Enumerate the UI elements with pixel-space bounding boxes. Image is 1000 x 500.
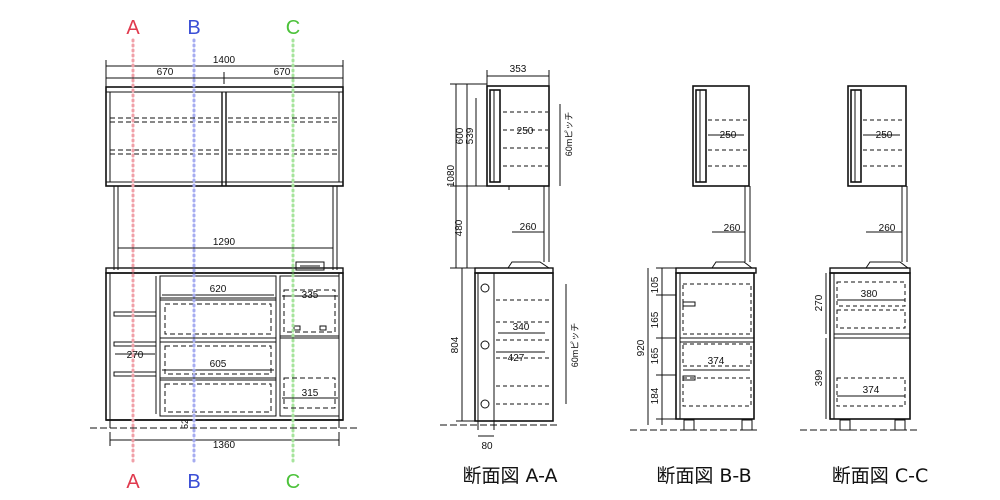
dim-right-bottom: 315 xyxy=(302,388,319,399)
section-a-label-bottom: A xyxy=(126,471,140,493)
a-foot: 80 xyxy=(481,441,493,452)
dim-right-top: 335 xyxy=(302,290,319,301)
a-inner-2: 427 xyxy=(508,353,525,364)
c-rail: 260 xyxy=(879,223,896,234)
c-h2: 399 xyxy=(814,369,825,386)
section-b-label-top: B xyxy=(187,17,200,39)
section-b-caption: 断面図 B-B xyxy=(656,465,751,487)
section-b-label-bottom: B xyxy=(187,471,200,493)
b-h1: 105 xyxy=(650,276,661,293)
section-c-label-bottom: C xyxy=(286,471,300,493)
dim-drawer-low: 605 xyxy=(210,359,227,370)
section-c-label-top: C xyxy=(286,17,300,39)
a-inner-1: 340 xyxy=(513,322,530,333)
b-shelf: 250 xyxy=(720,130,737,141)
dim-shelf-width: 1290 xyxy=(213,237,236,248)
a-pitch-upper: 60mピッチ xyxy=(564,112,574,157)
a-shelf: 250 xyxy=(517,126,534,137)
section-a-caption: 断面図 A-A xyxy=(462,465,557,487)
c-shelf: 250 xyxy=(876,130,893,141)
section-a-label-top: A xyxy=(126,17,140,39)
section-c-caption: 断面図 C-C xyxy=(832,465,928,487)
dim-upper-right: 670 xyxy=(274,67,291,78)
section-b-view xyxy=(630,85,760,431)
c-depth-bottom: 374 xyxy=(863,385,880,396)
c-depth-top: 380 xyxy=(861,289,878,300)
b-total-lower: 920 xyxy=(636,339,647,356)
section-c-view xyxy=(800,85,920,431)
a-rail: 260 xyxy=(520,222,537,233)
b-h3: 165 xyxy=(650,347,661,364)
a-top-depth: 353 xyxy=(510,64,527,75)
a-pitch-lower: 60mピッチ xyxy=(570,323,580,368)
b-depth: 374 xyxy=(708,356,725,367)
front-view xyxy=(90,60,360,446)
section-lines xyxy=(131,38,295,464)
b-h2: 165 xyxy=(650,311,661,328)
dim-drawer-top: 620 xyxy=(210,284,227,295)
section-a-view xyxy=(440,70,567,437)
a-gap: 480 xyxy=(454,219,465,236)
dim-overall-width: 1400 xyxy=(213,55,236,66)
dim-left-col: 270 xyxy=(127,350,144,361)
a-lower-h: 804 xyxy=(450,336,461,353)
dim-plinth: 52 xyxy=(180,419,190,429)
a-upper-h: 600 xyxy=(455,127,466,144)
a-total-height: 1080 xyxy=(446,164,457,187)
b-h4: 184 xyxy=(650,387,661,404)
a-upper-inner: 539 xyxy=(465,127,476,144)
dim-base-width: 1360 xyxy=(213,440,236,451)
b-rail: 260 xyxy=(724,223,741,234)
c-h1: 270 xyxy=(814,294,825,311)
dim-upper-left: 670 xyxy=(157,67,174,78)
